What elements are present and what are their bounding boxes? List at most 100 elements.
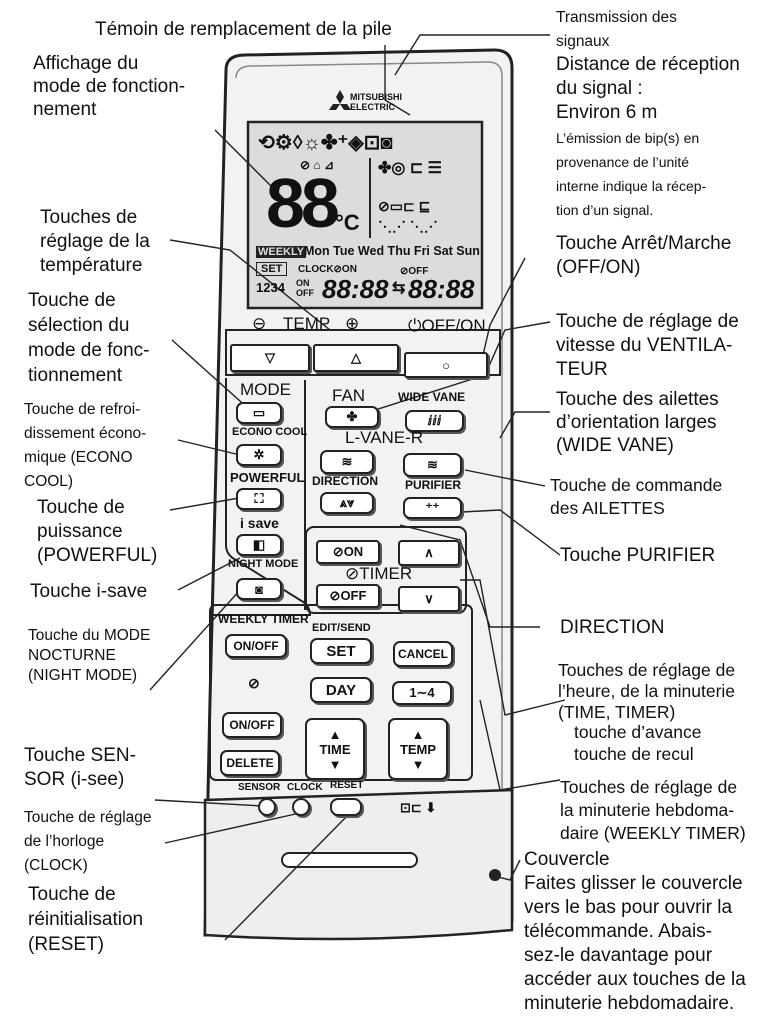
lcd-program-numbers: 1234 <box>256 280 285 295</box>
direction-caption: DIRECTION <box>312 474 378 488</box>
temp-down-button[interactable]: ▽ <box>230 344 310 372</box>
label-wide-vane-1: Touche des ailettes <box>556 389 719 410</box>
timer-up-button[interactable]: ∧ <box>398 540 460 566</box>
label-wide-vane: Touche des ailettes d’orientation larges… <box>556 388 719 457</box>
label-weekly-3: daire (WEEKLY TIMER) <box>560 823 746 843</box>
lvane-right-button[interactable]: ≋ <box>403 453 462 477</box>
night-mode-button[interactable]: ◙ <box>236 578 282 600</box>
label-purifier: Touche PURIFIER <box>560 545 716 566</box>
label-mode-display-3: nement <box>33 99 97 120</box>
time-button[interactable]: ▲ TIME ▼ <box>305 718 365 780</box>
label-powerful-1: Touche de <box>37 497 125 518</box>
reset-button[interactable] <box>330 798 362 816</box>
brand-line-2: ELECTRIC <box>350 102 395 112</box>
onoff2-button[interactable]: ON/OFF <box>222 712 282 738</box>
timer-on-button[interactable]: ⊘ON <box>316 540 380 564</box>
timer-down-button[interactable]: ∨ <box>398 586 460 612</box>
purifier-caption: PURIFIER <box>405 478 462 492</box>
sensor-caption: SENSOR <box>238 782 281 793</box>
label-time-timer-2: l’heure, de la minuterie <box>558 681 736 701</box>
label-econo-2: dissement écono- <box>24 425 147 442</box>
label-reset-2: réinitialisation <box>28 909 144 930</box>
label-cover-1: Couvercle <box>524 849 610 870</box>
label-weekly-1: Touches de réglage de <box>560 777 738 797</box>
lcd-unit: °C <box>335 210 360 235</box>
label-sensor-1: Touche SEN- <box>24 745 136 766</box>
weekly-onoff-button[interactable]: ON/OFF <box>225 634 287 658</box>
label-night-1: Touche du MODE <box>28 627 151 644</box>
label-onoff-1: Touche Arrêt/Marche <box>556 233 732 254</box>
reset-caption: RESET <box>330 780 364 791</box>
temp-plus-icon: ⊕ <box>345 314 360 333</box>
label-econo: Touche de refroi- dissement écono- mique… <box>24 398 146 494</box>
clock-button[interactable] <box>292 798 310 816</box>
label-wide-vane-2: d’orientation larges <box>556 412 717 433</box>
lcd-vane-icons: ⊘▭⊏ ⊑ <box>378 198 431 214</box>
cancel-button[interactable]: CANCEL <box>393 641 453 667</box>
label-mode-display: Affichage du mode de fonction- nement <box>33 52 185 121</box>
powerful-caption: POWERFUL <box>230 470 305 485</box>
label-transmission-2: signaux <box>556 33 610 50</box>
direction-button[interactable]: ⩓⩔ <box>320 492 374 514</box>
temp-set-button[interactable]: ▲ TEMP ▼ <box>388 718 448 780</box>
lcd-off: ⊘OFF <box>400 266 429 277</box>
lcd-arrow: ⇆ <box>392 280 406 297</box>
onoff-button[interactable]: ○ <box>404 352 488 378</box>
label-vane-cmd: Touche de commande des AILETTES <box>550 474 722 520</box>
day-button[interactable]: DAY <box>310 677 372 703</box>
time-button-label: TIME <box>319 741 351 757</box>
lcd-mode-icons: ⟲⚙◊☼✤⁺◈⊡◙ <box>258 132 393 154</box>
isave-button[interactable]: ◧ <box>236 534 282 556</box>
set-button[interactable]: SET <box>310 638 372 664</box>
label-reception: Distance de réception du signal : Enviro… <box>556 53 740 125</box>
timer-off-button[interactable]: ⊘OFF <box>316 584 380 608</box>
wide-vane-button[interactable]: ⅈⅈⅈ <box>405 410 464 432</box>
label-back: touche de recul <box>574 744 694 764</box>
label-reception-note: L’émission de bip(s) en provenance de l’… <box>556 126 706 222</box>
label-reception-3: Environ 6 m <box>556 102 658 123</box>
temp-minus-icon: ⊖ <box>252 314 267 333</box>
delete-button[interactable]: DELETE <box>220 750 280 776</box>
label-night: Touche du MODE NOCTURNE (NIGHT MODE) <box>28 626 150 686</box>
label-powerful-2: puissance <box>37 521 123 542</box>
temp-button-label: TEMP <box>399 741 437 757</box>
label-clock: Touche de réglage de l’horloge (CLOCK) <box>24 806 152 878</box>
temp-caption: TEMP <box>283 314 331 333</box>
label-fan-speed: Touche de réglage de vitesse du VENTILA-… <box>556 310 739 382</box>
lcd-on-off-small: ON OFF <box>296 278 314 298</box>
mitsubishi-logo-icon <box>329 90 351 110</box>
label-clock-2: de l’horloge <box>24 833 105 850</box>
label-clock-3: (CLOCK) <box>24 857 88 874</box>
label-reception-note-4: tion d’un signal. <box>556 202 654 218</box>
range-button[interactable]: 1∼4 <box>392 681 452 705</box>
lvane-left-button[interactable]: ≋ <box>320 450 374 474</box>
label-night-3: (NIGHT MODE) <box>28 667 138 684</box>
sensor-button[interactable] <box>258 798 276 816</box>
powerful-button[interactable]: ⛶ <box>236 488 282 510</box>
label-mode-select-4: tionnement <box>28 365 123 386</box>
clock-icon: ⊘ <box>248 675 260 691</box>
lcd-off-home-icons: ⊘ ⌂ ⊿ <box>300 158 335 172</box>
label-mode-display-1: Affichage du <box>33 53 139 74</box>
label-reception-note-1: L’émission de bip(s) en <box>556 130 700 146</box>
econo-cool-button[interactable]: ✲ <box>236 444 282 466</box>
temp-up-button[interactable]: △ <box>313 344 399 372</box>
label-cover: Couvercle Faites glisser le couvercle ve… <box>524 848 746 1016</box>
label-temp-buttons-2: réglage de la <box>40 231 150 252</box>
lcd-off-small: OFF <box>296 288 314 298</box>
fan-button[interactable]: ✤ <box>325 406 379 428</box>
label-reception-note-3: interne indique la récep- <box>556 178 707 194</box>
label-onoff: Touche Arrêt/Marche (OFF/ON) <box>556 232 731 280</box>
label-clock-1: Touche de réglage <box>24 809 152 826</box>
purifier-button[interactable]: ⁺⁺ <box>403 497 462 519</box>
label-time-timer: Touches de réglage de l’heure, de la min… <box>558 660 735 723</box>
time-up-arrow-icon: ▲ <box>328 726 342 742</box>
mode-caption: MODE <box>240 380 291 399</box>
label-reception-note-2: provenance de l’unité <box>556 154 690 170</box>
label-vane-cmd-1: Touche de commande <box>550 475 723 495</box>
label-transmission: Transmission des signaux <box>556 6 677 54</box>
label-powerful: Touche de puissance (POWERFUL) <box>37 496 157 568</box>
label-cover-3: vers le bas pour ouvrir la <box>524 897 733 918</box>
wide-vane-caption: WIDE VANE <box>398 390 466 404</box>
mode-button[interactable]: ▭ <box>236 402 282 424</box>
